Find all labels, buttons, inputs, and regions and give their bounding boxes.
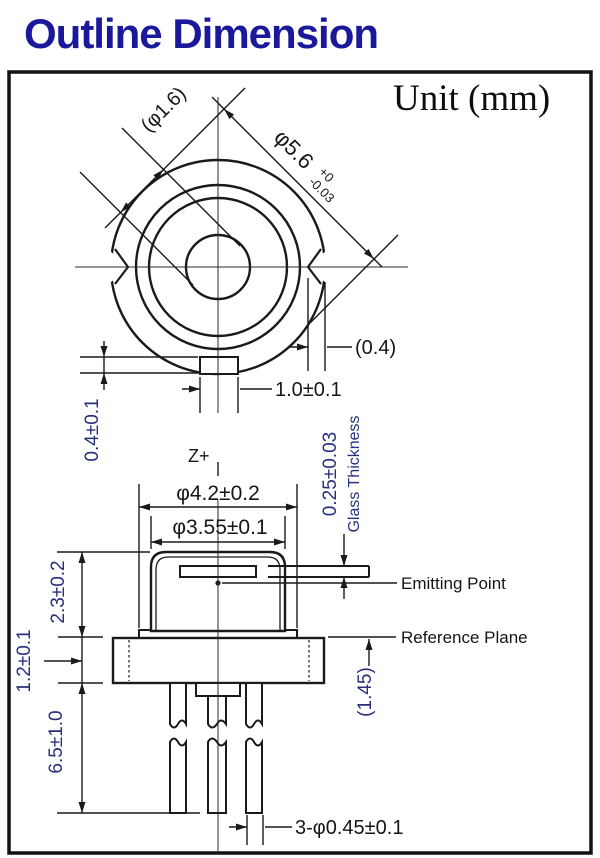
dim-cap-height: 2.3±0.2 — [48, 560, 69, 623]
dim-lead-dia: 3-φ0.45±0.1 — [295, 817, 403, 839]
top-view: (φ1.6) φ5.6 +0 -0.03 (0.4) 1 — [75, 83, 408, 462]
dim-tab-height: 0.4±0.1 — [82, 398, 103, 461]
dim-tab-width: 1.0±0.1 — [275, 379, 342, 401]
dim-glass-thickness-value: 0.25±0.03 — [320, 432, 341, 516]
z-axis-label: Z+ — [188, 446, 210, 466]
dim-ref-plane-offset: (1.45) — [355, 667, 376, 717]
unit-label: Unit (mm) — [393, 78, 550, 119]
emitting-point-label: Emitting Point — [401, 574, 506, 593]
dim-flange-thickness: 1.2±0.1 — [14, 629, 35, 692]
dim-cap-dia: φ3.55±0.1 — [172, 516, 267, 539]
lead-right-upper — [245, 682, 263, 729]
lead-left-upper — [169, 682, 187, 729]
page-title: Outline Dimension — [24, 10, 379, 57]
side-view: Emitting Point Reference Plane (1.45) Z+… — [14, 415, 528, 851]
index-tab — [199, 356, 239, 375]
reference-plane-label: Reference Plane — [401, 628, 528, 647]
dim-notch-depth: (0.4) — [355, 337, 396, 359]
dim-lead-length: 6.5±1.0 — [46, 710, 67, 773]
lead-left-lower — [169, 737, 187, 814]
dim-base-ring-dia: φ4.2±0.2 — [176, 482, 260, 505]
lead-center-lower — [207, 737, 227, 814]
lead-center-upper — [207, 695, 227, 729]
lead-right-lower — [245, 737, 263, 814]
glass-thickness-label: Glass Thickness — [346, 415, 363, 532]
